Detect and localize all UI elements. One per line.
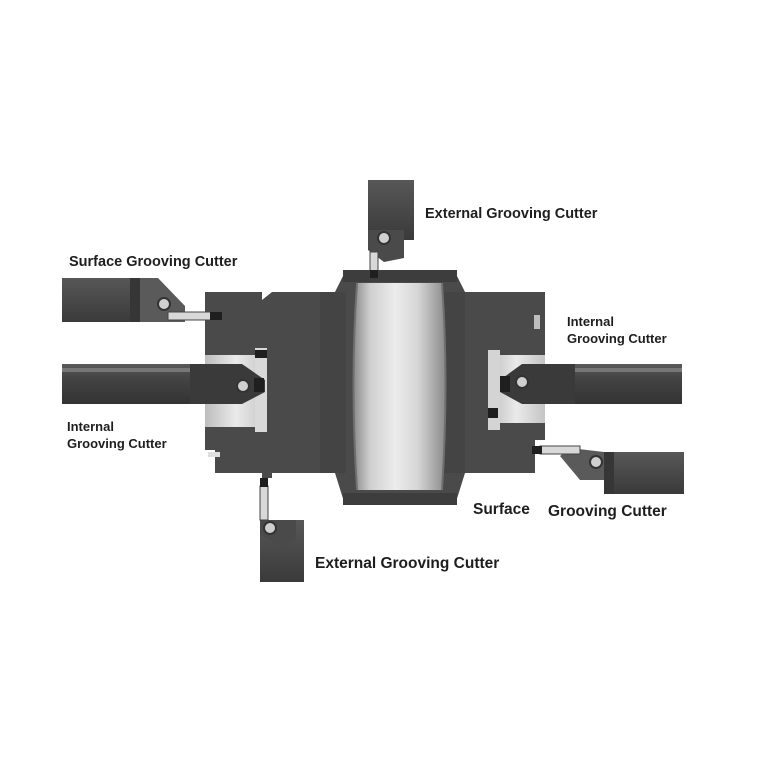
left-bar-screw: [236, 379, 250, 393]
top-shoulder: [343, 270, 457, 282]
right-surface-holder-face: [604, 452, 614, 494]
left-surface-holder-face: [130, 278, 140, 322]
label-external-top: External Grooving Cutter: [425, 206, 598, 222]
label-surface-left: Surface Grooving Cutter: [69, 254, 238, 270]
right-bore-groove: [488, 408, 498, 418]
right-surface-holder: [606, 452, 684, 494]
label-internal-left-1: Internal: [67, 419, 114, 434]
right-bar-highlight: [522, 368, 682, 372]
bottom-external-blade: [259, 485, 269, 521]
right-face-slot: [534, 315, 540, 329]
top-external-insert: [370, 270, 378, 278]
left-surface-insert: [210, 312, 222, 320]
bottom-external-screw: [263, 521, 277, 535]
left-surface-blade: [167, 311, 213, 321]
left-bar-insert: [254, 378, 264, 392]
roller-left-edge: [352, 282, 358, 491]
right-bar-insert: [500, 376, 510, 392]
label-surface-right-1: Surface: [473, 501, 530, 518]
right-surface-blade: [539, 445, 581, 455]
right-surface-insert: [532, 446, 542, 454]
right-surface-screw: [589, 455, 603, 469]
left-surface-screw: [157, 297, 171, 311]
bottom-shoulder: [343, 493, 457, 505]
label-internal-left-2: Grooving Cutter: [67, 436, 167, 451]
label-external-bottom: External Grooving Cutter: [315, 555, 500, 572]
right-bar-screw: [515, 375, 529, 389]
left-bore-groove: [255, 350, 267, 358]
bottom-external-insert: [260, 478, 268, 487]
label-internal-right-2: Grooving Cutter: [567, 331, 667, 346]
center-roller: [353, 283, 446, 490]
left-face-slot: [208, 452, 220, 457]
roller-right-edge: [441, 282, 447, 491]
top-external-screw: [377, 231, 391, 245]
right-bar-head: [500, 364, 575, 404]
label-internal-right-1: Internal: [567, 314, 614, 329]
left-bar-highlight: [62, 368, 242, 372]
body-shade-left: [320, 292, 346, 473]
left-bar-head: [190, 364, 265, 404]
label-surface-right-2: Grooving Cutter: [548, 503, 667, 520]
